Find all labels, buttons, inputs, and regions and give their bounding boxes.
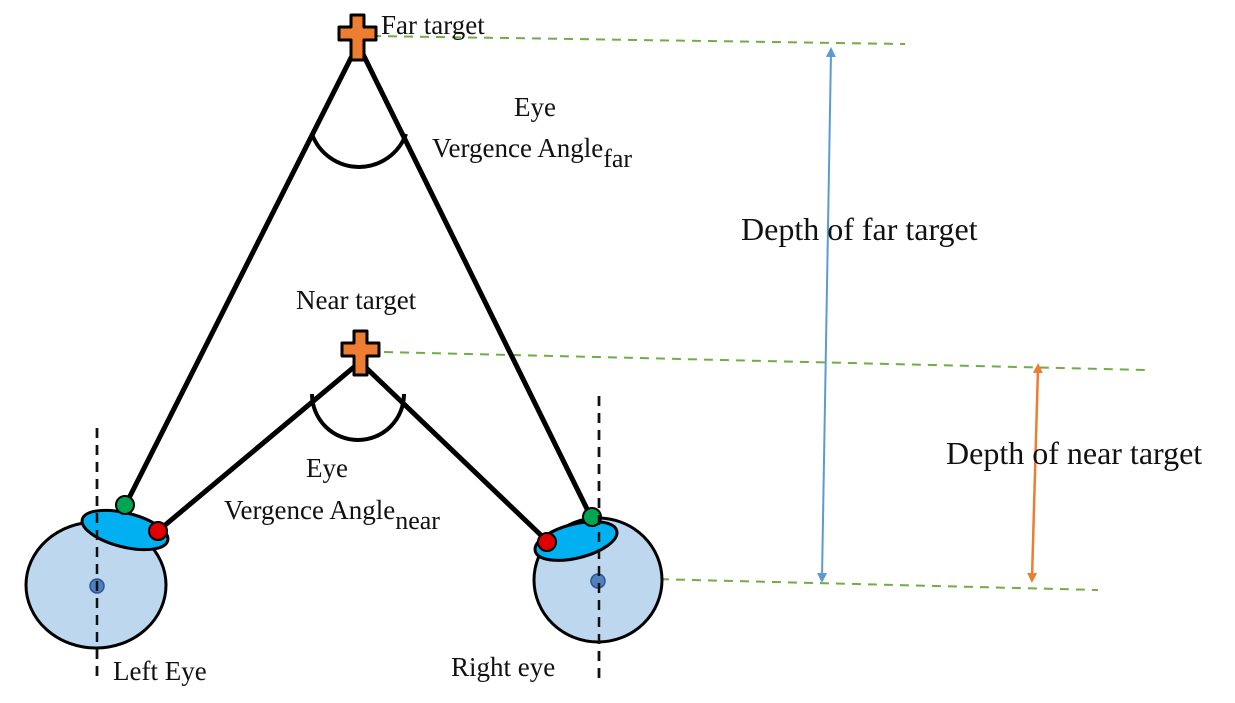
left-eye-label: Left Eye [113, 656, 207, 686]
far-depth-arrow [817, 47, 836, 583]
far-target-cross-icon [337, 13, 378, 62]
left-red-marker [148, 521, 168, 541]
right-eye-label: Right eye [451, 652, 555, 682]
eye-baseline-guide-line [611, 577, 1099, 591]
far-angle-label-line2: Vergence Anglefar [432, 133, 632, 173]
left-eye [24, 495, 170, 650]
depth-near-label: Depth of near target [946, 435, 1202, 471]
right-far-sight-line [355, 42, 593, 517]
left-far-sight-line [123, 42, 361, 506]
far-angle-subscript: far [603, 144, 632, 173]
far-depth-guide-line [371, 35, 906, 45]
near-angle-label-line2: Vergence Anglenear [224, 495, 440, 535]
far-vergence-angle-arc [310, 133, 408, 169]
left-near-sight-line [156, 360, 362, 533]
near-angle-subscript: near [395, 506, 440, 535]
right-eye [532, 507, 664, 644]
near-target-cross-icon [340, 329, 381, 377]
right-red-marker [537, 532, 557, 552]
far-target-label: Far target [381, 10, 485, 40]
depth-far-label: Depth of far target [741, 211, 978, 247]
right-near-sight-line [358, 360, 549, 543]
far-angle-label-main: Vergence Angle [432, 133, 603, 163]
near-angle-label-main: Vergence Angle [224, 495, 395, 525]
near-vergence-angle-arc [310, 393, 406, 442]
near-angle-label-line1: Eye [306, 453, 348, 483]
far-angle-label-line1: Eye [514, 92, 556, 122]
near-target-label: Near target [296, 285, 417, 315]
near-depth-guide-line [383, 351, 1146, 371]
near-depth-arrow [1027, 363, 1043, 583]
left-green-marker [115, 495, 135, 515]
right-eyelid [533, 520, 619, 562]
right-green-marker [582, 507, 602, 527]
